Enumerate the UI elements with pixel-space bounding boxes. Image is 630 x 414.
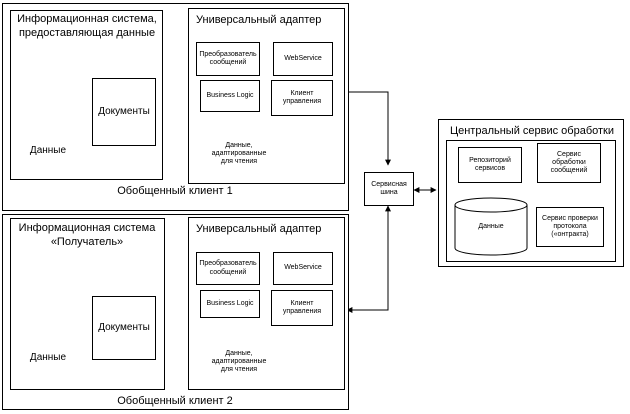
repository-box: Репозиторий сервисов bbox=[458, 147, 522, 183]
protocol-check-box: Сервис проверки протокола («онтракта) bbox=[536, 207, 604, 247]
central-service-frame bbox=[438, 119, 624, 267]
adapter-2-title: Универсальный адаптер bbox=[196, 223, 322, 235]
info-system-2-title-line1: Информационная система bbox=[18, 222, 156, 234]
info-system-1-title-line1: Информационная система, bbox=[17, 13, 157, 25]
adapter-1-box bbox=[188, 8, 345, 184]
central-inner-frame bbox=[446, 140, 616, 262]
data-1-label: Данные bbox=[29, 145, 67, 156]
info-system-1-title-line2: предоставляющая данные bbox=[18, 27, 156, 39]
service-bus-box: Сервисная шина bbox=[364, 172, 414, 206]
read-data-2-label: Данные, адаптированные для чтения bbox=[211, 350, 267, 374]
processing-service-box: Сервис обработки сообщений bbox=[537, 143, 601, 183]
control-client-2-box: Клиент управления bbox=[271, 290, 333, 326]
business-logic-1-box: Business Logic bbox=[200, 80, 260, 112]
generic-client-2-caption: Обобщенный клиент 2 bbox=[117, 395, 233, 407]
documents-2-box: Документы bbox=[92, 296, 156, 360]
generic-client-1-caption: Обобщенный клиент 1 bbox=[117, 185, 233, 197]
line-bus-adapter2 bbox=[346, 205, 391, 313]
webservice-2-box: WebService bbox=[273, 252, 333, 285]
adapter-1-title: Универсальный адаптер bbox=[196, 14, 322, 26]
converter-2-box: Преобразователь сообщений bbox=[196, 252, 260, 285]
line-adapter1-bus bbox=[347, 91, 391, 166]
read-data-1-label: Данные, адаптированные для чтения bbox=[211, 142, 267, 166]
central-data-cylinder bbox=[454, 197, 528, 256]
central-service-title: Центральный сервис обработки bbox=[449, 125, 615, 137]
adapter-2-box bbox=[188, 217, 345, 390]
info-system-1-box bbox=[10, 10, 163, 180]
central-data-label: Данные bbox=[478, 223, 504, 230]
data-2-label: Данные bbox=[29, 352, 67, 363]
info-system-2-title-line2: «Получатель» bbox=[50, 236, 124, 248]
converter-1-box: Преобразователь сообщений bbox=[196, 42, 260, 76]
control-client-1-box: Клиент управления bbox=[271, 80, 333, 116]
documents-1-box: Документы bbox=[92, 78, 156, 146]
webservice-1-box: WebService bbox=[273, 42, 333, 76]
info-system-2-box bbox=[10, 218, 165, 390]
business-logic-2-box: Business Logic bbox=[200, 290, 260, 318]
